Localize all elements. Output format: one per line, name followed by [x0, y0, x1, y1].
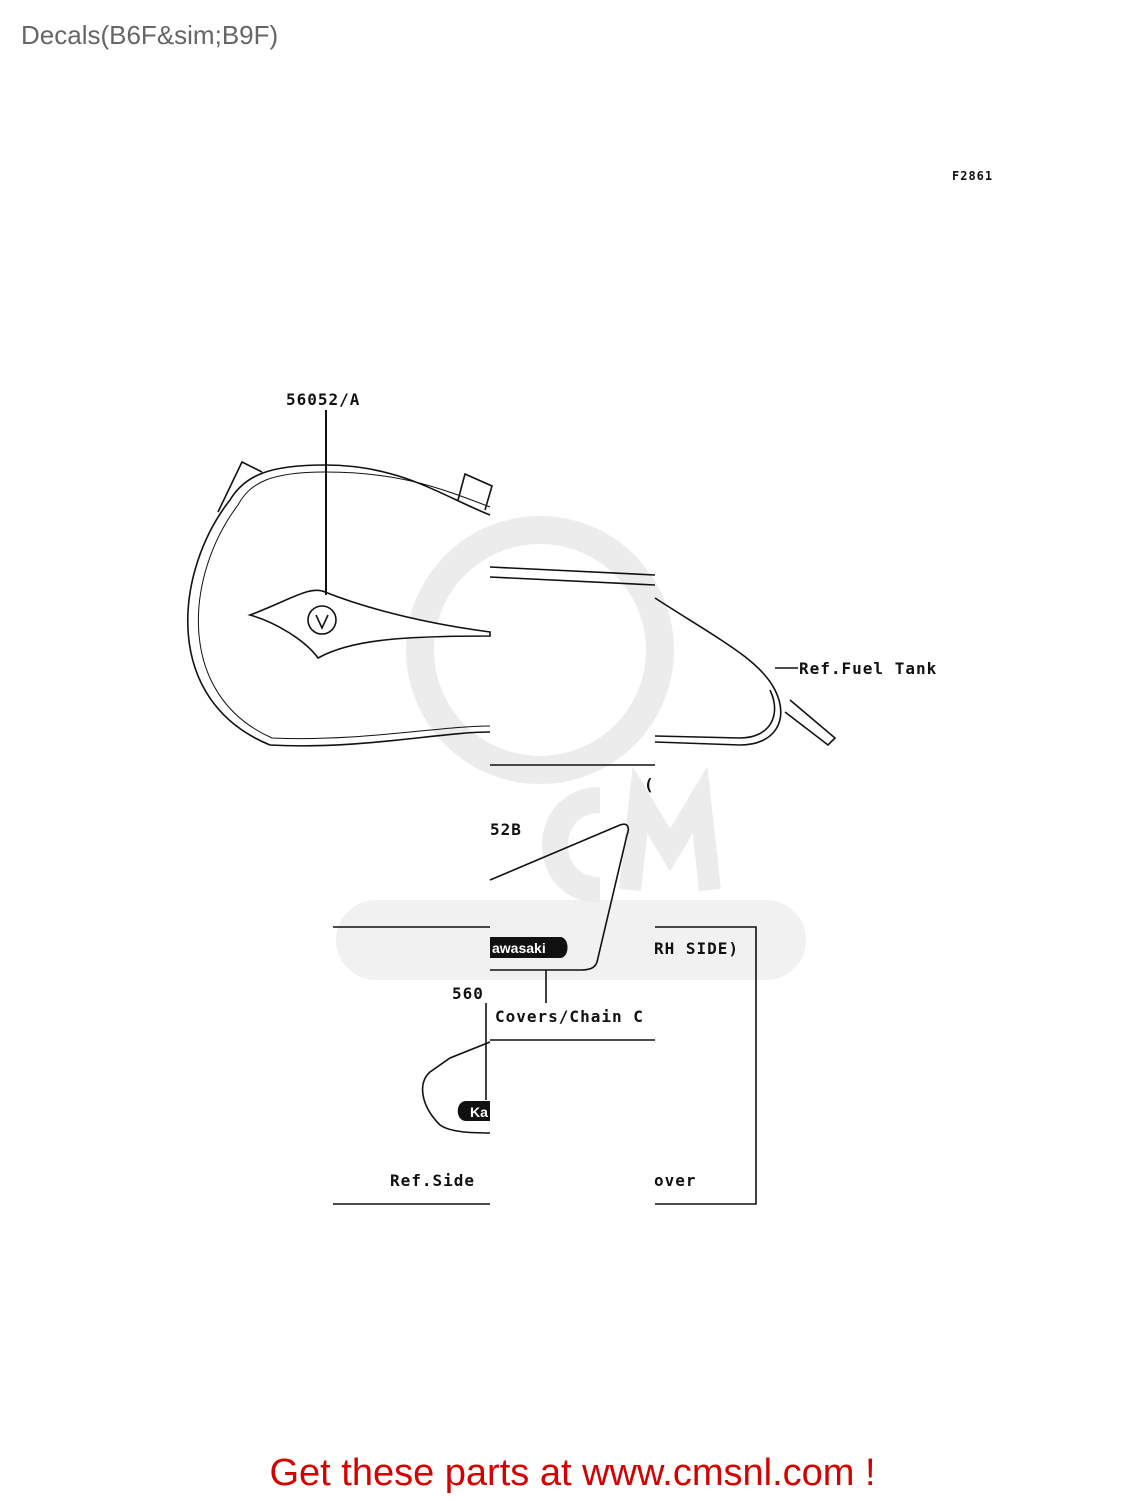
part-number-56052-a[interactable]: 56052/A	[286, 390, 360, 409]
cover-label: over	[654, 1171, 697, 1190]
ref-fuel-tank-label[interactable]: Ref.Fuel Tank	[799, 659, 937, 678]
rh-side-label: RH SIDE)	[654, 939, 739, 958]
part-number-52b[interactable]: 52B	[490, 820, 522, 839]
kawasaki-badge-text: awasaki	[492, 940, 546, 956]
paren-fragment: (	[644, 775, 655, 794]
small-kawasaki-badge: Ka	[457, 1101, 490, 1121]
side-cover-inset	[333, 823, 757, 1205]
page-title: Decals(B6F&sim;B9F)	[21, 20, 279, 50]
small-badge-text: Ka	[470, 1104, 488, 1120]
part-number-560[interactable]: 560	[452, 984, 484, 1003]
fuel-tank-drawing	[187, 460, 837, 766]
covers-chain-label[interactable]: Covers/Chain C	[495, 1007, 644, 1026]
footer-link[interactable]: Get these parts at www.cmsnl.com !	[269, 1452, 876, 1494]
watermark	[336, 516, 806, 980]
kawasaki-badge: awasaki	[490, 937, 568, 958]
ref-side-label[interactable]: Ref.Side	[390, 1171, 475, 1190]
figure-code: F2861	[952, 169, 993, 183]
